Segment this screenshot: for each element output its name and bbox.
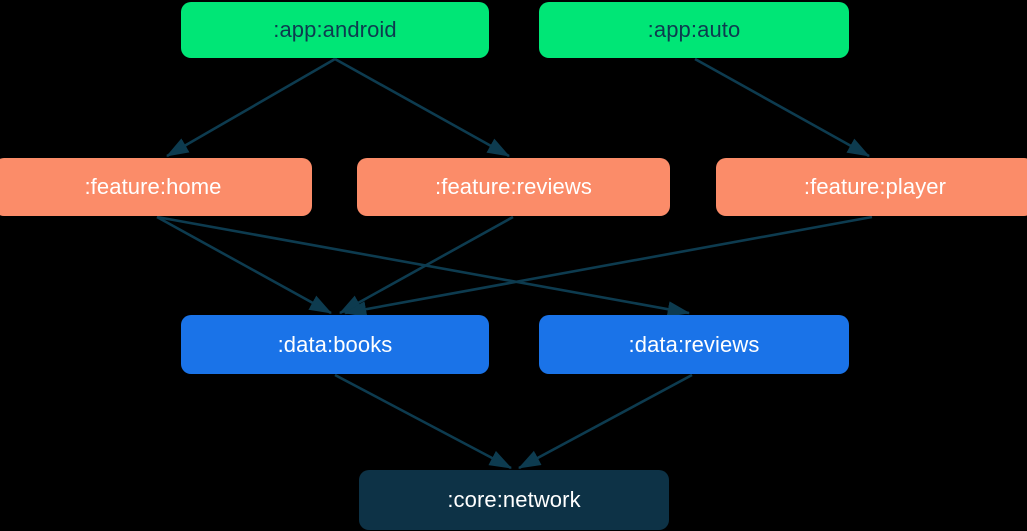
node-label-feature-home: :feature:home — [84, 174, 222, 199]
node-feature-home[interactable]: :feature:home — [0, 158, 312, 216]
edge-data-reviews-to-core-network — [518, 373, 693, 470]
edge-app-auto-to-feature-player — [694, 57, 870, 158]
node-feature-reviews[interactable]: :feature:reviews — [357, 158, 670, 216]
node-label-app-android: :app:android — [273, 17, 397, 42]
node-label-feature-reviews: :feature:reviews — [435, 174, 592, 199]
node-core-network[interactable]: :core:network — [359, 470, 669, 530]
node-label-app-auto: :app:auto — [647, 17, 741, 42]
node-app-auto[interactable]: :app:auto — [539, 2, 849, 58]
node-label-feature-player: :feature:player — [803, 174, 947, 199]
edges-group — [156, 57, 873, 470]
edge-app-android-to-feature-home — [166, 57, 336, 158]
edge-feature-reviews-to-data-books — [339, 215, 514, 315]
node-label-data-books: :data:books — [277, 331, 393, 357]
edge-feature-player-to-data-books — [343, 215, 873, 318]
edge-data-books-to-core-network — [334, 373, 512, 470]
node-feature-player[interactable]: :feature:player — [716, 158, 1027, 216]
node-label-data-reviews: :data:reviews — [628, 331, 760, 357]
edge-app-android-to-feature-reviews — [334, 57, 510, 158]
node-data-books[interactable]: :data:books — [181, 315, 489, 374]
edge-feature-home-to-data-books — [156, 215, 332, 315]
edge-feature-home-to-data-reviews — [156, 215, 691, 318]
node-app-android[interactable]: :app:android — [181, 2, 489, 58]
node-data-reviews[interactable]: :data:reviews — [539, 315, 849, 374]
node-label-core-network: :core:network — [447, 487, 581, 512]
